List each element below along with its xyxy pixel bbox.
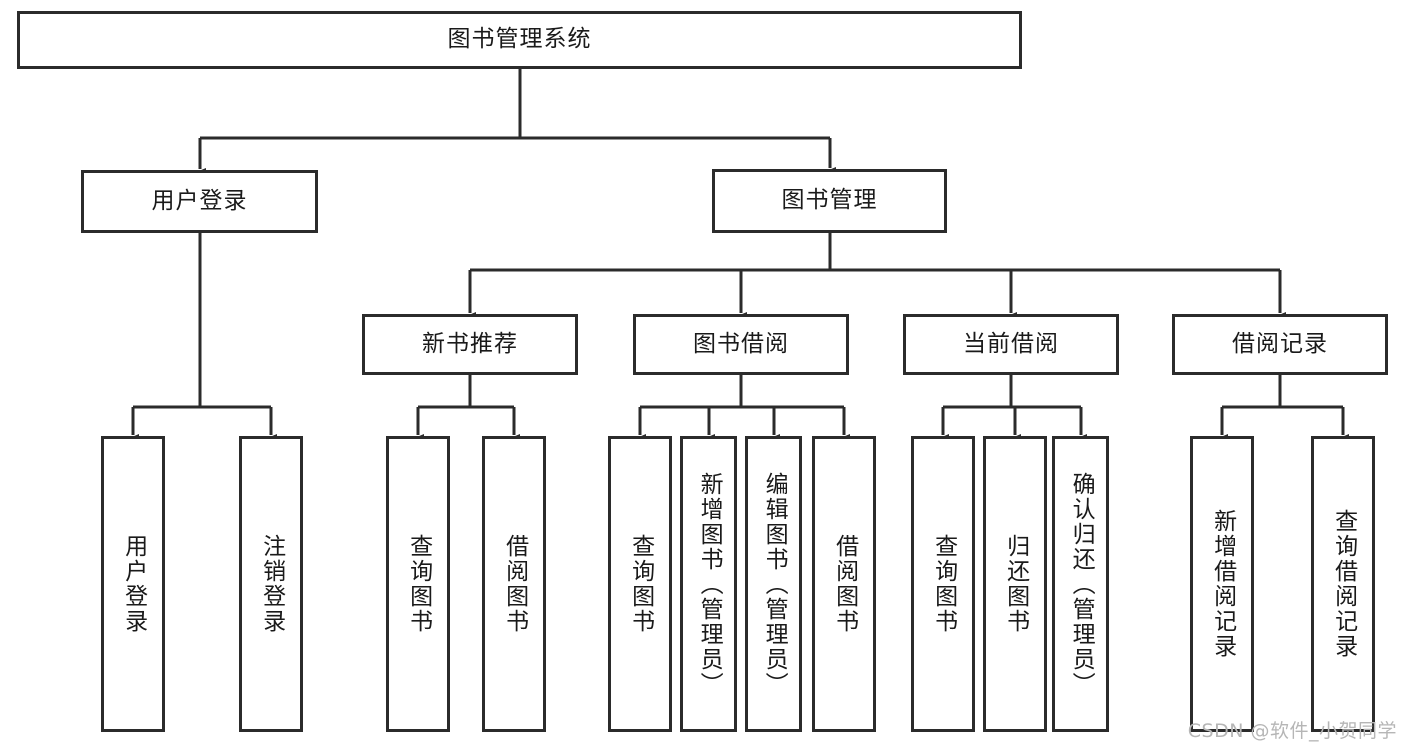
node-label: 借阅记录 (1232, 330, 1328, 357)
node-leaf13[interactable]: 查询借阅记录 (1311, 436, 1375, 732)
node-label: 当前借阅 (963, 330, 1059, 357)
node-borrow[interactable]: 图书借阅 (633, 314, 849, 375)
node-label: 新增图书（管理员） (696, 471, 723, 697)
node-label: 借阅图书 (831, 534, 858, 634)
node-login[interactable]: 用户登录 (81, 170, 318, 233)
node-leaf8[interactable]: 借阅图书 (812, 436, 876, 732)
node-records[interactable]: 借阅记录 (1172, 314, 1388, 375)
node-label: 用户登录 (120, 534, 147, 634)
node-leaf3[interactable]: 查询图书 (386, 436, 450, 732)
node-label: 借阅图书 (501, 534, 528, 634)
node-leaf9[interactable]: 查询图书 (911, 436, 975, 732)
node-label: 新书推荐 (422, 330, 518, 357)
node-label: 注销登录 (258, 534, 285, 634)
node-leaf11[interactable]: 确认归还（管理员） (1052, 436, 1109, 732)
node-leaf12[interactable]: 新增借阅记录 (1190, 436, 1254, 732)
node-label: 新增借阅记录 (1209, 509, 1236, 659)
node-label: 确认归还（管理员） (1068, 471, 1095, 697)
node-label: 归还图书 (1002, 534, 1029, 634)
node-root[interactable]: 图书管理系统 (17, 11, 1022, 69)
node-label: 查询图书 (627, 534, 654, 634)
node-newbook[interactable]: 新书推荐 (362, 314, 578, 375)
node-leaf5[interactable]: 查询图书 (608, 436, 672, 732)
node-label: 查询图书 (405, 534, 432, 634)
node-leaf2[interactable]: 注销登录 (239, 436, 303, 732)
node-label: 图书管理系统 (447, 26, 592, 53)
node-current[interactable]: 当前借阅 (903, 314, 1119, 375)
node-label: 查询图书 (930, 534, 957, 634)
node-leaf6[interactable]: 新增图书（管理员） (680, 436, 737, 732)
node-label: 编辑图书（管理员） (761, 471, 788, 697)
node-label: 用户登录 (151, 187, 248, 214)
node-leaf10[interactable]: 归还图书 (983, 436, 1047, 732)
node-bookmgmt[interactable]: 图书管理 (712, 169, 947, 233)
node-leaf7[interactable]: 编辑图书（管理员） (745, 436, 802, 732)
node-leaf4[interactable]: 借阅图书 (482, 436, 546, 732)
watermark-text: CSDN @软件_小贺同学 (1187, 720, 1397, 742)
node-leaf1[interactable]: 用户登录 (101, 436, 165, 732)
node-label: 图书管理 (781, 187, 878, 214)
node-label: 查询借阅记录 (1330, 509, 1357, 659)
node-label: 图书借阅 (693, 330, 789, 357)
